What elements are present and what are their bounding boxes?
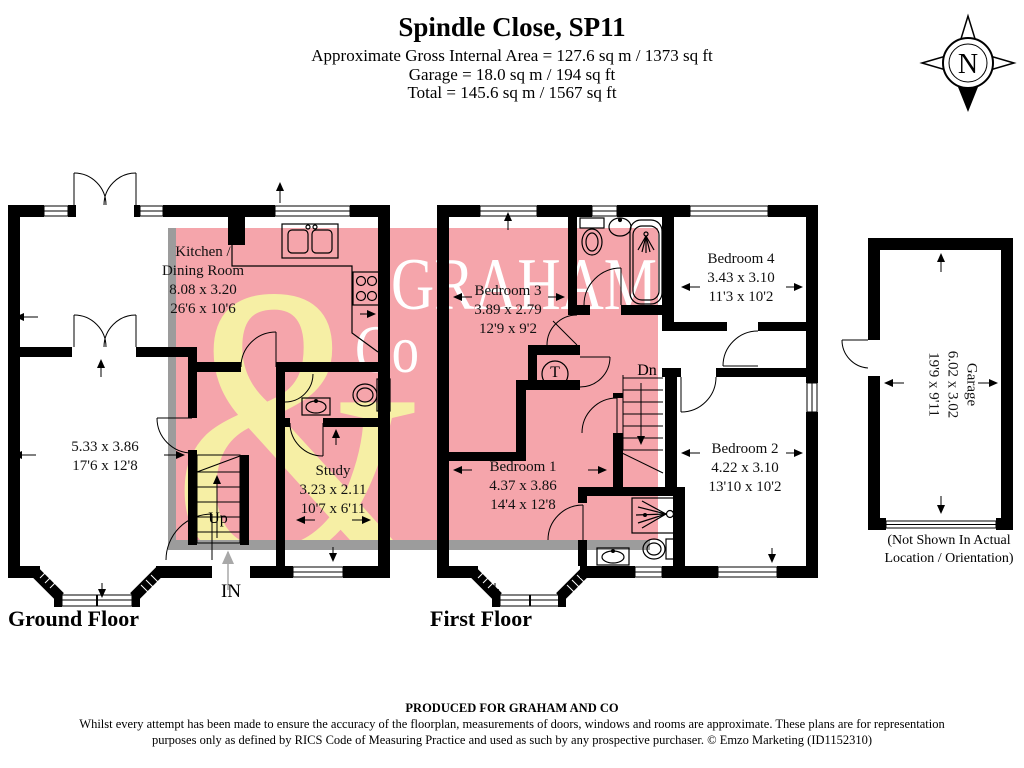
room-label-bedroom3: Bedroom 3 3.89 x 2.79 12'9 x 9'2 — [448, 282, 568, 339]
area-line-2: Garage = 18.0 sq m / 194 sq ft — [408, 65, 616, 84]
compass-icon: N — [919, 13, 1017, 113]
garage-note: (Not Shown In Actual Location / Orientat… — [858, 532, 1024, 568]
bedroom1-imperial: 14'4 x 12'8 — [490, 497, 556, 513]
garage-name: Garage — [963, 362, 980, 407]
room-label-garage: Garage 6.02 x 3.02 19'9 x 9'11 — [924, 325, 981, 445]
ground-floor-label: Ground Floor — [8, 606, 140, 631]
footer-produced: PRODUCED FOR GRAHAM AND CO — [405, 701, 619, 715]
study-imperial: 10'7 x 6'11 — [300, 501, 366, 517]
ground-floor-doors — [73, 172, 324, 561]
compass-north-label: N — [958, 49, 978, 80]
garage-metric: 6.02 x 3.02 — [944, 350, 961, 419]
tank-circle-icon — [541, 360, 569, 388]
first-floor-label: First Floor — [430, 606, 533, 631]
living-imperial: 17'6 x 12'8 — [72, 458, 138, 474]
stairs-down — [619, 375, 664, 474]
stairs-up — [196, 454, 241, 544]
ensuite-fixtures — [596, 497, 679, 566]
bedroom3-imperial: 12'9 x 9'2 — [479, 321, 537, 337]
kitchen-name-1: Kitchen / — [175, 244, 231, 260]
kitchen-metric: 8.08 x 3.20 — [169, 282, 237, 298]
page-title: Spindle Close, SP11 — [398, 12, 626, 42]
stairs-up-label: Up — [208, 510, 228, 527]
bedroom3-name: Bedroom 3 — [474, 283, 542, 299]
kitchen-fixtures — [231, 217, 380, 353]
bedroom1-metric: 4.37 x 3.86 — [489, 478, 557, 494]
garage-plan — [841, 238, 1013, 530]
room-label-bedroom2: Bedroom 2 4.22 x 3.10 13'10 x 10'2 — [685, 440, 805, 497]
first-bay-window — [466, 566, 592, 607]
bathroom-fixtures — [579, 217, 663, 305]
bedroom4-metric: 3.43 x 3.10 — [707, 270, 775, 286]
ground-bay-window — [28, 566, 168, 607]
ground-floor-windows — [43, 205, 351, 578]
garage-note-2: Location / Orientation) — [884, 551, 1014, 566]
footer-disclaimer-1: Whilst every attempt has been made to en… — [79, 717, 945, 731]
bedroom1-name: Bedroom 1 — [489, 459, 557, 475]
garage-side-door — [841, 339, 869, 369]
study-metric: 3.23 x 2.11 — [299, 482, 367, 498]
room-label-bedroom4: Bedroom 4 3.43 x 3.10 11'3 x 10'2 — [681, 250, 801, 307]
bedroom2-metric: 4.22 x 3.10 — [711, 460, 779, 476]
dimension-arrows — [13, 182, 998, 598]
bedroom3-metric: 3.89 x 2.79 — [474, 302, 542, 318]
footer-disclaimer-2: purposes only as defined by RICS Code of… — [152, 733, 872, 747]
bedroom2-imperial: 13'10 x 10'2 — [708, 479, 782, 495]
wc-fixtures — [301, 378, 391, 416]
room-label-kitchen: Kitchen / Dining Room 8.08 x 3.20 26'6 x… — [133, 243, 273, 319]
area-line-3: Total = 145.6 sq m / 1567 sq ft — [407, 83, 617, 102]
watermark-name: GRAHAM — [391, 244, 657, 326]
stairs-down-label: Dn — [637, 362, 657, 379]
room-label-bedroom1: Bedroom 1 4.37 x 3.86 14'4 x 12'8 — [463, 458, 583, 515]
first-floor-windows — [479, 205, 818, 578]
bedroom4-imperial: 11'3 x 10'2 — [708, 289, 774, 305]
room-label-living: 5.33 x 3.86 17'6 x 12'8 — [45, 438, 165, 476]
area-line-1: Approximate Gross Internal Area = 127.6 … — [311, 46, 713, 65]
bedroom2-name: Bedroom 2 — [711, 441, 779, 457]
room-label-study: Study 3.23 x 2.11 10'7 x 6'11 — [273, 462, 393, 519]
garage-note-1: (Not Shown In Actual — [887, 533, 1011, 548]
living-metric: 5.33 x 3.86 — [71, 439, 139, 455]
tank-label: T — [550, 364, 560, 381]
kitchen-name-2: Dining Room — [161, 263, 245, 279]
first-floor-doors — [546, 267, 759, 541]
garage-imperial: 19'9 x 9'11 — [925, 352, 942, 417]
ground-floor-plan — [8, 172, 391, 607]
bedroom4-name: Bedroom 4 — [707, 251, 775, 267]
kitchen-imperial: 26'6 x 10'6 — [170, 301, 236, 317]
entrance-label: IN — [220, 581, 242, 602]
study-name: Study — [315, 463, 351, 479]
first-floor-plan — [437, 205, 818, 607]
